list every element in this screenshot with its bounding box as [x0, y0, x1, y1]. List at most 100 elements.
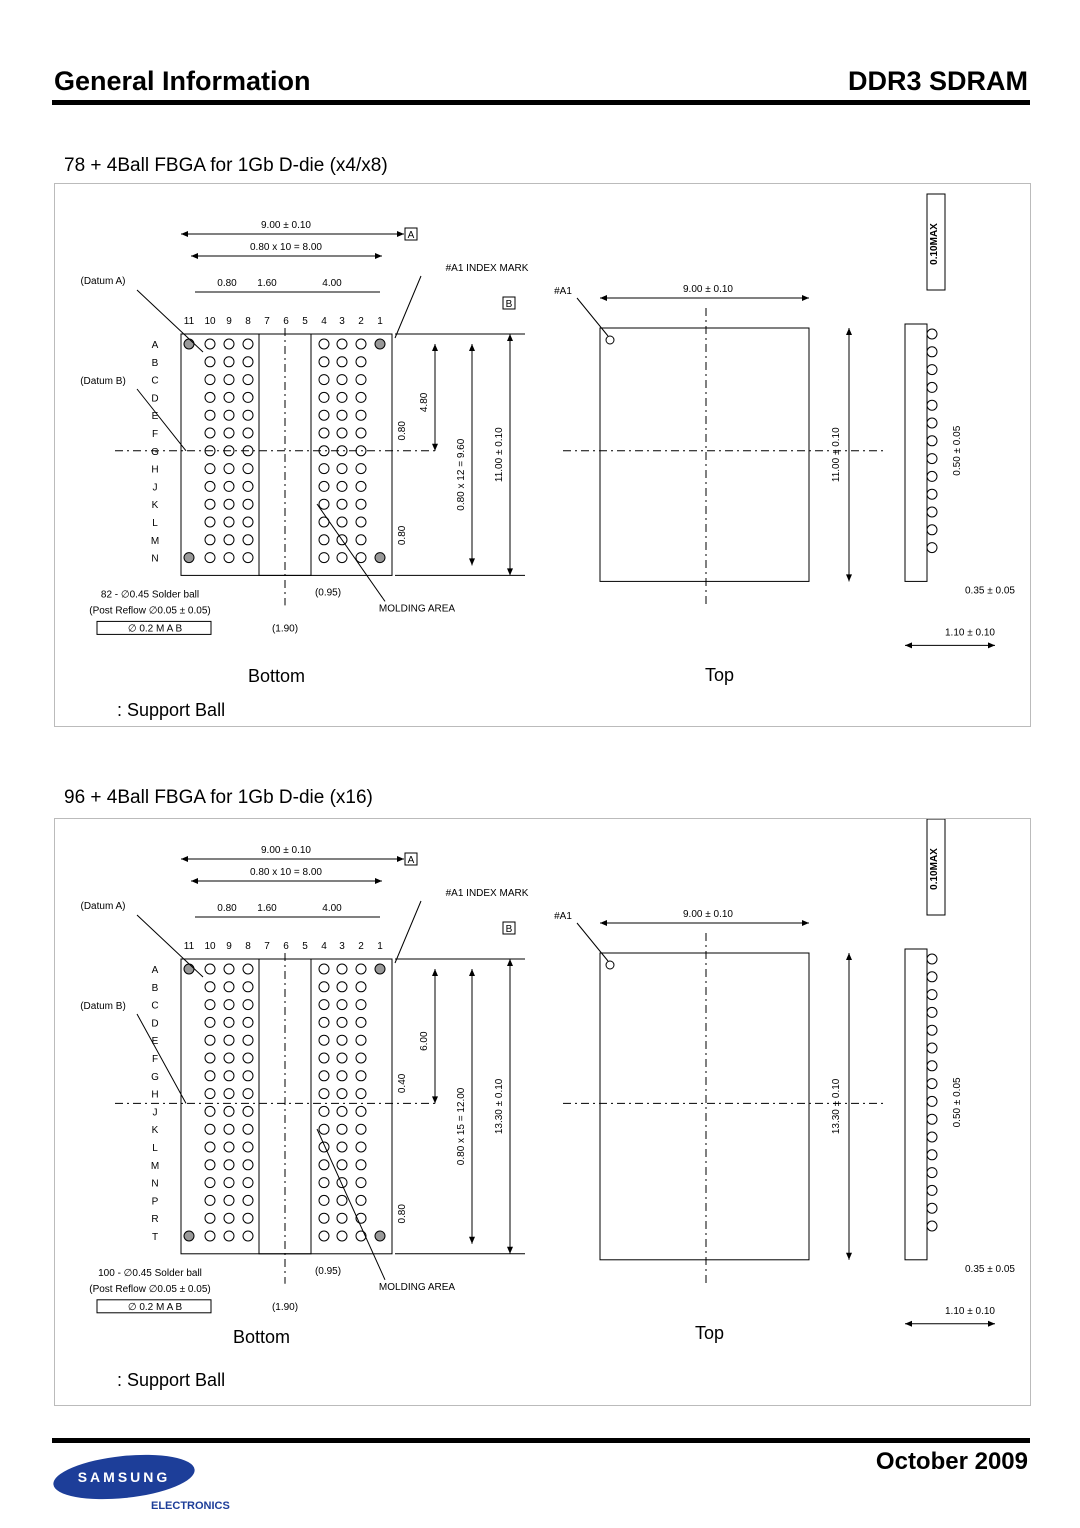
- datum-box-b: [502, 296, 516, 310]
- solder-ball: [242, 534, 254, 546]
- side-ball: [926, 1184, 938, 1196]
- solder-ball: [204, 1088, 216, 1100]
- solder-ball: [355, 516, 367, 528]
- solder-ball: [336, 1070, 348, 1082]
- top-dim-height-label: 13.30 ± 0.10: [831, 1078, 842, 1134]
- side-ball: [926, 453, 938, 465]
- logo-subtitle: ELECTRONICS: [151, 1500, 230, 1512]
- dim-vpitch-label: 0.40: [397, 1073, 408, 1093]
- solder-ball: [204, 1105, 216, 1117]
- solder-ball: [318, 356, 330, 368]
- solder-ball: [336, 1177, 348, 1189]
- side-ball: [926, 1060, 938, 1072]
- package1-bottom-label: Bottom: [248, 666, 306, 686]
- datum-b-label: (Datum B): [80, 1001, 126, 1012]
- solder-ball: [318, 1105, 330, 1117]
- solder-ball: [242, 963, 254, 975]
- top-dim-height-head-b: [846, 574, 852, 582]
- solder-ball: [223, 1141, 235, 1153]
- solder-ball: [318, 1123, 330, 1135]
- solder-ball: [336, 409, 348, 421]
- solder-ball: [223, 1159, 235, 1171]
- row-label-N: N: [151, 554, 158, 565]
- side-ball: [926, 1167, 938, 1179]
- solder-ball: [318, 427, 330, 439]
- solder-ball: [223, 338, 235, 350]
- dim-height-label: 11.00 ± 0.10: [494, 427, 505, 482]
- solder-ball: [318, 1088, 330, 1100]
- solder-ball: [242, 463, 254, 475]
- row-label-F: F: [152, 429, 158, 440]
- side-ball: [926, 1113, 938, 1125]
- solder-ball: [204, 427, 216, 439]
- dim-span-head-r: [375, 878, 382, 884]
- support-ball: [183, 338, 195, 350]
- row-label-K: K: [152, 1125, 159, 1136]
- package1-support-ball-legend: : Support Ball: [117, 700, 226, 720]
- index-mark-leader: [394, 275, 422, 339]
- datum-b-label: (Datum B): [80, 376, 126, 387]
- solder-ball: [336, 552, 348, 564]
- dim-height-head-t: [507, 959, 513, 966]
- solder-ball: [355, 463, 367, 475]
- solder-ball: [242, 409, 254, 421]
- dim-width-head-l: [181, 231, 188, 237]
- solder-ball: [355, 480, 367, 492]
- side-ball-height-label: 0.50 ± 0.05: [952, 1077, 963, 1127]
- solder-ball: [336, 1141, 348, 1153]
- row-label-B: B: [152, 358, 159, 369]
- top-dim-width-head-l: [600, 920, 607, 926]
- column-label-11: 11: [184, 941, 195, 952]
- solder-ball: [242, 1123, 254, 1135]
- row-label-A: A: [152, 965, 159, 976]
- solder-ball: [336, 1088, 348, 1100]
- datum-a-label: (Datum A): [80, 901, 125, 912]
- solder-ball: [318, 1194, 330, 1206]
- dim-height-head-b: [507, 568, 513, 576]
- solder-ball: [204, 1070, 216, 1082]
- dim-height-head-b: [507, 1246, 513, 1254]
- dim-gap-190-label: (1.90): [272, 623, 298, 634]
- dim-vhalf-head-b: [432, 443, 438, 451]
- column-label-3: 3: [339, 941, 345, 952]
- reflow-note: (Post Reflow ∅0.05 ± 0.05): [89, 605, 210, 616]
- column-label-11: 11: [184, 316, 195, 327]
- solder-ball: [223, 552, 235, 564]
- solder-ball-note: 100 - ∅0.45 Solder ball: [98, 1268, 202, 1279]
- solder-ball: [355, 534, 367, 546]
- solder-ball: [355, 1034, 367, 1046]
- row-label-J: J: [153, 1107, 158, 1118]
- column-label-6: 6: [283, 941, 289, 952]
- column-label-5: 5: [302, 941, 308, 952]
- solder-ball: [242, 1088, 254, 1100]
- side-ball: [926, 1202, 938, 1214]
- solder-ball: [242, 1141, 254, 1153]
- row-label-H: H: [151, 465, 158, 476]
- datum-box-a-label: A: [408, 855, 415, 866]
- solder-ball: [223, 480, 235, 492]
- row-label-B: B: [152, 983, 159, 994]
- solder-ball: [336, 480, 348, 492]
- solder-ball: [355, 409, 367, 421]
- solder-ball: [336, 498, 348, 510]
- side-max-label: 0.10MAX: [929, 848, 940, 890]
- solder-ball: [204, 516, 216, 528]
- solder-ball: [223, 427, 235, 439]
- solder-ball: [355, 552, 367, 564]
- row-label-C: C: [151, 1001, 158, 1012]
- solder-ball: [223, 1070, 235, 1082]
- dim-vhalf-label: 4.80: [419, 392, 430, 412]
- solder-ball: [223, 1123, 235, 1135]
- dim-gap-label: 1.60: [257, 903, 277, 914]
- row-label-D: D: [151, 393, 158, 404]
- solder-ball: [204, 981, 216, 993]
- side-ball: [926, 1131, 938, 1143]
- solder-ball: [223, 391, 235, 403]
- solder-ball: [204, 1123, 216, 1135]
- solder-ball: [223, 1088, 235, 1100]
- solder-ball: [204, 1177, 216, 1189]
- side-max-frame: [926, 819, 946, 916]
- package2-support-ball-legend: : Support Ball: [117, 1370, 226, 1390]
- solder-ball: [318, 1159, 330, 1171]
